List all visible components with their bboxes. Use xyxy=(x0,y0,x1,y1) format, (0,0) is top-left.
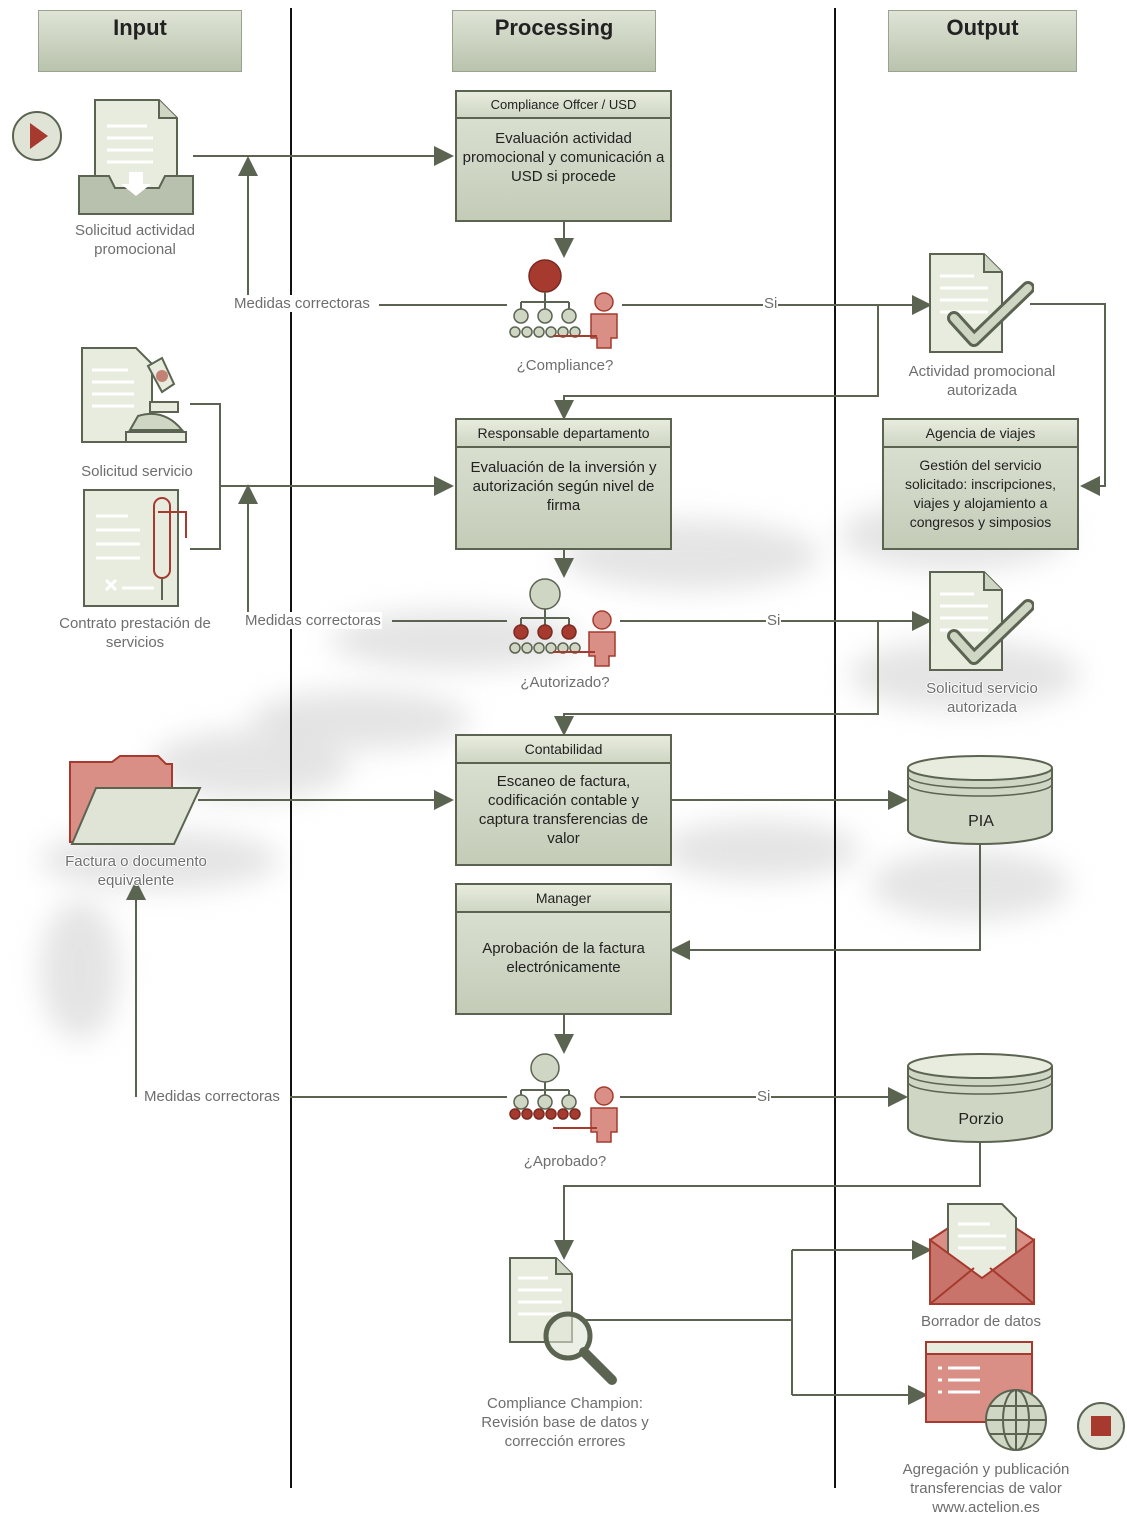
process-text: Escaneo de factura, codificación contabl… xyxy=(478,773,649,847)
medidas-correctoras-label-3: Medidas correctoras xyxy=(143,1088,281,1105)
lane-divider-right xyxy=(834,8,836,1488)
process-compliance-officer: Compliance Offcer / USD Evaluación activ… xyxy=(455,90,672,222)
process-manager: Manager Aprobación de la factura electró… xyxy=(455,883,672,1015)
document-microscope-icon xyxy=(78,346,188,461)
decision-autorizado-label: ¿Autorizado? xyxy=(520,674,610,691)
end-stop-icon xyxy=(1075,1400,1127,1457)
decision-compliance-label: ¿Compliance? xyxy=(516,357,614,374)
si-label-1: Si xyxy=(763,295,779,312)
servicio-autorizado-label: Solicitud servicio autorizada xyxy=(926,680,1038,716)
lane-header-output: Output xyxy=(888,10,1077,72)
org-chart-person-icon xyxy=(507,258,623,355)
solicitud-servicio-label: Solicitud servicio xyxy=(81,463,193,480)
agregacion-label: Agregación y publicación transferencias … xyxy=(902,1461,1070,1516)
lane-header-processing: Processing xyxy=(452,10,656,72)
process-text: Evaluación actividad promocional y comun… xyxy=(462,130,665,185)
si-label-3: Si xyxy=(756,1088,772,1105)
process-responsable-departamento: Responsable departamento Evaluación de l… xyxy=(455,418,672,550)
document-check-icon xyxy=(928,570,1035,679)
process-role: Contabilidad xyxy=(457,736,670,764)
lane-header-input: Input xyxy=(38,10,242,72)
process-role: Responsable departamento xyxy=(457,420,670,448)
process-agencia-viajes: Agencia de viajes Gestión del servicio s… xyxy=(882,418,1079,550)
web-globe-icon xyxy=(924,1340,1052,1465)
document-inbox-icon xyxy=(77,96,195,223)
database-icon xyxy=(906,754,1056,851)
org-chart-person-icon xyxy=(507,1052,623,1149)
contract-pen-icon xyxy=(82,488,192,613)
envelope-document-icon xyxy=(928,1200,1036,1313)
process-text: Evaluación de la inversión y autorizació… xyxy=(470,459,657,514)
medidas-correctoras-label-1: Medidas correctoras xyxy=(233,295,371,312)
borrador-label: Borrador de datos xyxy=(920,1313,1042,1330)
document-magnifier-icon xyxy=(508,1256,624,1395)
org-chart-person-icon xyxy=(507,576,623,673)
solicitud-actividad-label: Solicitud actividad promocional xyxy=(74,222,196,258)
process-role: Compliance Offcer / USD xyxy=(457,92,670,119)
process-text: Gestión del servicio solicitado: inscrip… xyxy=(905,457,1056,530)
folder-icon xyxy=(68,754,204,853)
contrato-label: Contrato prestación de servicios xyxy=(59,615,211,651)
process-text: Aprobación de la factura electrónicament… xyxy=(482,940,645,976)
document-check-icon xyxy=(928,252,1035,361)
process-role: Manager xyxy=(457,885,670,913)
factura-label: Factura o documento equivalente xyxy=(65,853,207,889)
database-icon xyxy=(906,1052,1056,1149)
process-role: Agencia de viajes xyxy=(884,420,1077,448)
pia-label: PIA xyxy=(968,813,994,830)
actividad-autorizada-label: Actividad promocional autorizada xyxy=(908,363,1056,399)
process-contabilidad: Contabilidad Escaneo de factura, codific… xyxy=(455,734,672,866)
champion-label: Compliance Champion: Revisión base de da… xyxy=(481,1395,649,1450)
si-label-2: Si xyxy=(766,612,782,629)
start-play-icon xyxy=(10,109,64,168)
medidas-correctoras-label-2: Medidas correctoras xyxy=(244,612,382,629)
decision-aprobado-label: ¿Aprobado? xyxy=(523,1153,607,1170)
lane-divider-left xyxy=(290,8,292,1488)
porzio-label: Porzio xyxy=(958,1111,1004,1128)
